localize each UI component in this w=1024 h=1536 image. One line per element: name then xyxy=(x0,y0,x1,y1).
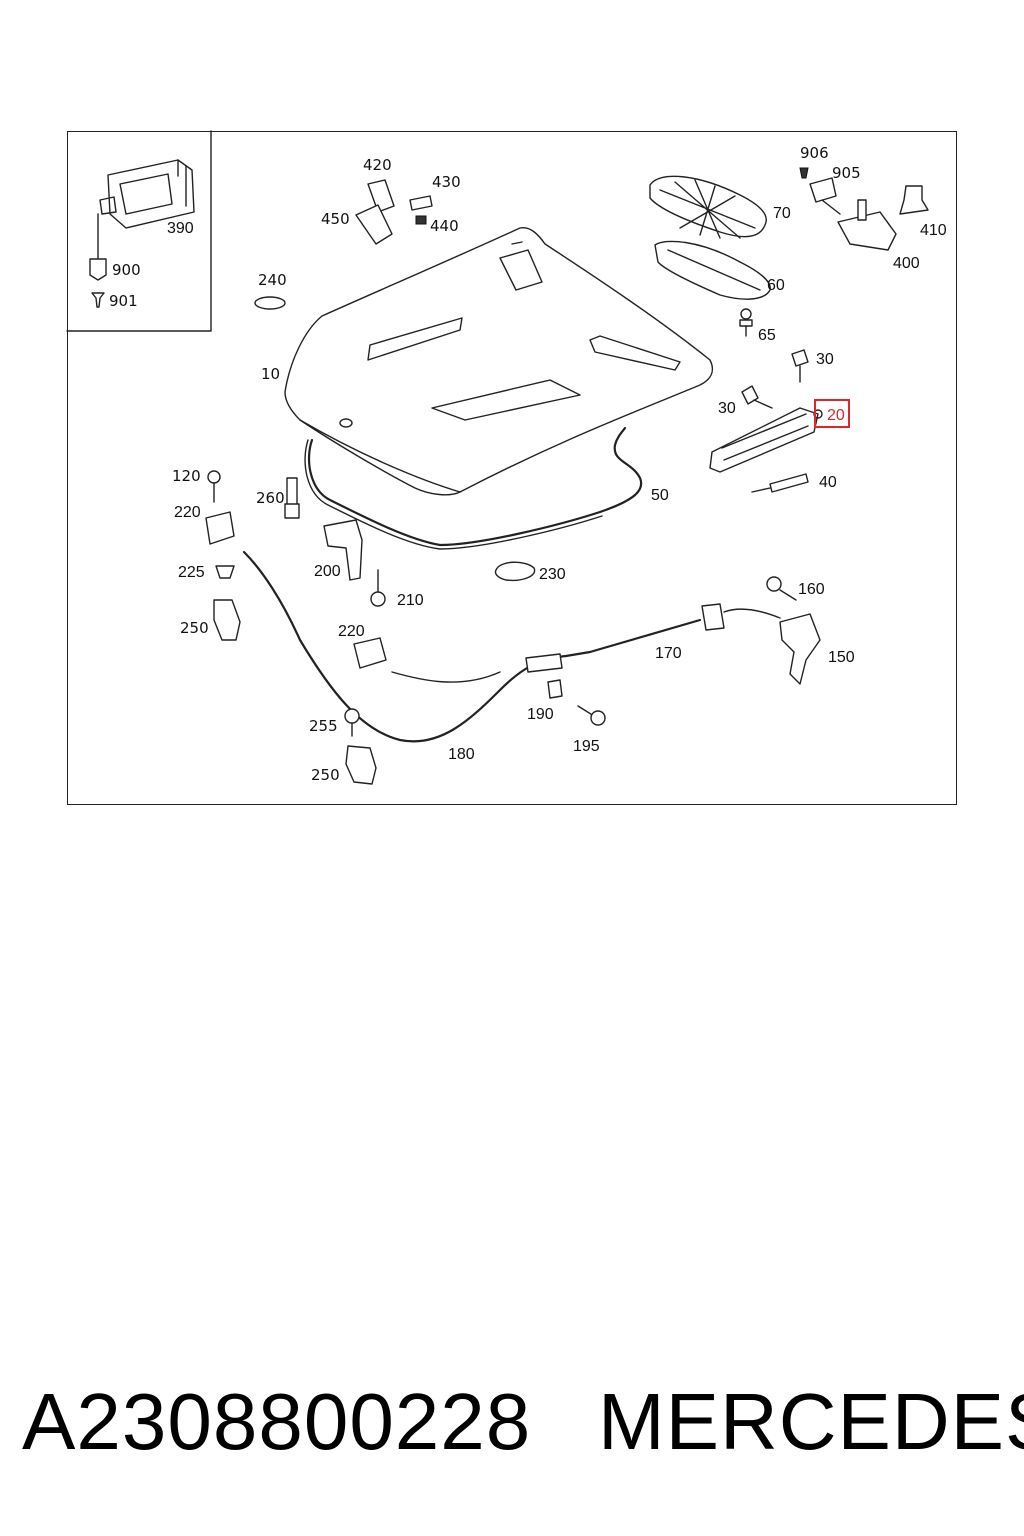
callout-50: 50 xyxy=(651,487,669,504)
callout-120: 120 xyxy=(172,467,201,485)
part-390-control-unit xyxy=(99,159,195,229)
part-900-connector xyxy=(89,258,107,281)
callout-906: 906 xyxy=(800,144,829,162)
part-30-bolt-upper xyxy=(791,349,809,383)
callout-180: 180 xyxy=(448,746,475,763)
callout-450: 450 xyxy=(321,210,350,228)
callout-240: 240 xyxy=(258,271,287,289)
callout-210: 210 xyxy=(397,592,424,609)
callout-190: 190 xyxy=(527,706,554,723)
callout-225: 225 xyxy=(178,564,205,581)
part-225-clip xyxy=(215,565,235,579)
callout-195: 195 xyxy=(573,738,600,755)
callout-250-upper: 250 xyxy=(180,619,209,637)
part-220-latch-left xyxy=(205,511,235,545)
part-250-bracket-lower xyxy=(345,745,377,785)
part-420-bracket xyxy=(367,179,395,213)
part-255-screw xyxy=(344,708,360,737)
part-50-seal xyxy=(308,426,643,547)
callout-20: 20 xyxy=(827,407,845,424)
part-160-screw xyxy=(766,576,797,601)
callout-430: 430 xyxy=(432,173,461,191)
part-430-clip xyxy=(409,195,433,211)
diagram-frame xyxy=(67,131,957,805)
part-440-nut xyxy=(415,215,427,225)
part-150-release-handle xyxy=(779,613,821,685)
callout-20-highlight-box xyxy=(814,399,850,428)
part-60-frame xyxy=(654,240,771,300)
part-410-nozzle xyxy=(899,185,929,215)
callout-440: 440 xyxy=(430,217,459,235)
callout-901: 901 xyxy=(109,292,138,310)
part-906-plug xyxy=(799,167,809,179)
footer: A2308800228 MERCEDES xyxy=(0,1372,1024,1482)
callout-420: 420 xyxy=(363,156,392,174)
callout-410: 410 xyxy=(920,222,947,239)
callout-170: 170 xyxy=(655,645,682,662)
part-180-cable xyxy=(242,550,542,743)
callout-400: 400 xyxy=(893,255,920,272)
part-230-cover xyxy=(494,561,536,582)
callout-220-lower: 220 xyxy=(338,623,365,640)
part-195-screw xyxy=(577,705,606,726)
callout-labels: 906 905 420 430 450 440 70 390 410 400 9… xyxy=(109,144,947,784)
part-200-lock xyxy=(323,519,363,581)
callout-260: 260 xyxy=(256,489,285,507)
callout-70: 70 xyxy=(773,205,791,222)
part-40-gas-strut xyxy=(751,473,809,493)
part-number: A2308800228 xyxy=(22,1377,532,1466)
part-70-grille xyxy=(649,175,767,239)
callout-200: 200 xyxy=(314,563,341,580)
part-260-stop xyxy=(284,477,300,519)
callout-255: 255 xyxy=(309,717,338,735)
part-400-washer-pump xyxy=(837,199,897,251)
part-220-latch-right xyxy=(353,637,387,669)
callout-160: 160 xyxy=(798,581,825,598)
part-250-bracket-left xyxy=(213,599,241,641)
callout-230: 230 xyxy=(539,566,566,583)
callout-390: 390 xyxy=(167,220,194,237)
part-905-connector xyxy=(809,177,837,203)
part-30-bolt-lower xyxy=(741,385,773,409)
callout-40: 40 xyxy=(819,474,837,491)
callout-30-lower: 30 xyxy=(718,400,736,417)
callout-30-upper: 30 xyxy=(816,351,834,368)
callout-250-lower: 250 xyxy=(311,766,340,784)
inset-box xyxy=(66,130,212,332)
part-120-bolt xyxy=(207,470,221,503)
callout-220-upper: 220 xyxy=(174,504,201,521)
callout-900: 900 xyxy=(112,261,141,279)
part-450-cover xyxy=(355,204,393,245)
part-210-bolt xyxy=(370,569,386,607)
part-901-pin xyxy=(91,292,105,308)
part-65-screw xyxy=(739,308,753,337)
callout-10: 10 xyxy=(261,365,280,383)
callout-65: 65 xyxy=(758,327,776,344)
callout-905: 905 xyxy=(832,164,861,182)
callout-60: 60 xyxy=(767,277,785,294)
part-240-grommet xyxy=(254,296,286,310)
brand-name: MERCEDES xyxy=(598,1377,1024,1466)
part-10-hood xyxy=(284,227,714,496)
part-190-clip xyxy=(547,679,563,699)
callout-150: 150 xyxy=(828,649,855,666)
part-20-hinge xyxy=(709,407,823,473)
